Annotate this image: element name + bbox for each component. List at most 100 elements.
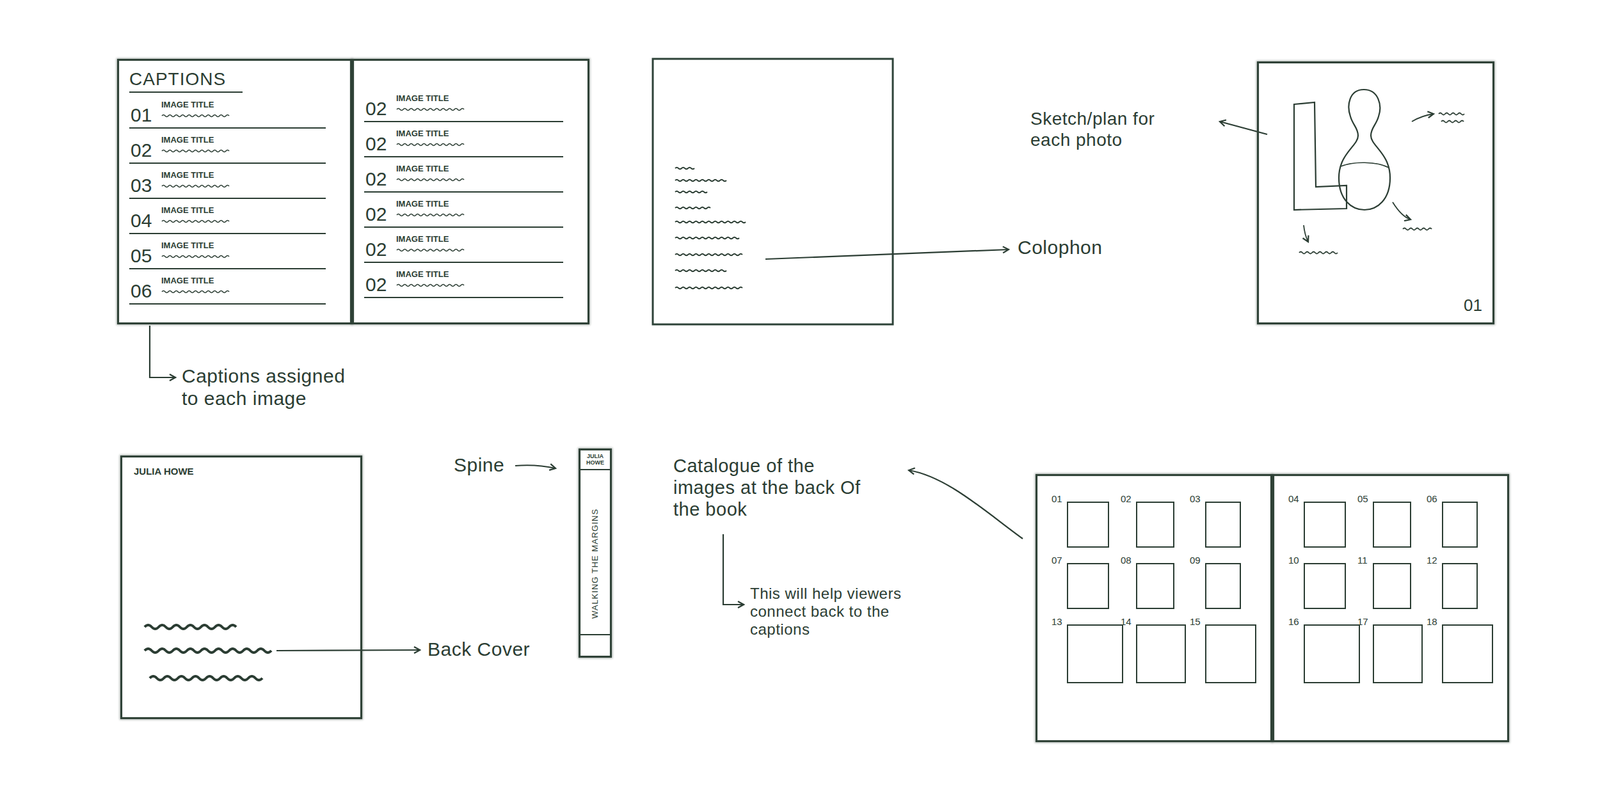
leader-arrow [1219, 121, 1268, 135]
caption-row: 02IMAGE TITLE [129, 133, 326, 164]
thumbnail-frame [1303, 624, 1360, 684]
caption-page: 02IMAGE TITLE02IMAGE TITLE02IMAGE TITLE0… [352, 58, 590, 325]
squiggle-line [1441, 120, 1464, 123]
catalogue-number: 06 [1426, 494, 1438, 505]
thumbnail-frame [1372, 563, 1412, 610]
image-title: IMAGE TITLE [396, 270, 449, 280]
page-heading: CAPTIONS [129, 69, 243, 93]
catalogue-number: 11 [1357, 555, 1368, 567]
sketch-detail [1340, 162, 1389, 168]
caption-number: 01 [130, 105, 152, 125]
squiggle-line [675, 179, 727, 182]
thumbnail-frame [1205, 563, 1241, 610]
leader-arrow [515, 465, 556, 469]
squiggle-line [396, 211, 467, 219]
image-title: IMAGE TITLE [161, 170, 214, 180]
squiggle-line [161, 217, 232, 226]
catalogue-number: 15 [1189, 616, 1201, 628]
squiggle-line [675, 254, 743, 256]
squiggle-line [396, 284, 464, 287]
squiggle-line [149, 676, 263, 681]
leader-arrow [276, 650, 420, 651]
squiggle-line [675, 221, 746, 224]
squiggle-line [675, 270, 727, 272]
catalogue-page: 040506101112161718 [1272, 474, 1510, 743]
back-cover: JULIA HOWE [120, 455, 363, 720]
squiggle-line [1402, 228, 1432, 231]
thumbnail-frame [1205, 624, 1257, 684]
caption-row: 02IMAGE TITLE [364, 197, 564, 228]
catalogue-number: 14 [1120, 616, 1132, 628]
page-number: 01 [1463, 296, 1483, 315]
colophon-page [652, 58, 893, 325]
leader-arrow [149, 325, 176, 378]
annotation-label: Catalogue of the images at the back Of t… [673, 455, 866, 521]
squiggle-line [396, 246, 467, 255]
squiggle-line [161, 252, 232, 261]
catalogue-number: 12 [1426, 555, 1438, 567]
thumbnail-frame [1441, 501, 1478, 548]
squiggle-line [675, 207, 711, 210]
image-title: IMAGE TITLE [161, 206, 214, 216]
text-placeholder-lines [144, 113, 1465, 681]
annotation-label: Sketch/plan for each photo [1030, 108, 1168, 152]
caption-number: 02 [365, 275, 387, 295]
annotation-label: This will help viewers connect back to t… [750, 584, 943, 639]
squiggle-line [1438, 113, 1465, 116]
squiggle-line [396, 105, 467, 114]
image-title: IMAGE TITLE [396, 129, 449, 139]
caption-row: 02 IMAGE TITLE [364, 126, 564, 158]
spine-title: WALKING THE MARGINS [590, 508, 600, 619]
caption-row: 05 IMAGE TITLE [129, 238, 326, 270]
annotation-label: Captions assigned to each image [181, 364, 352, 410]
squiggle-line [1299, 252, 1338, 255]
thumbnail-frame [1066, 624, 1124, 684]
caption-number: 02 [365, 134, 387, 154]
spine: JULIA HOWE WALKING THE MARGINS [578, 448, 612, 658]
author-name: JULIA HOWE [133, 466, 194, 478]
image-title: IMAGE TITLE [396, 234, 449, 244]
caption-row: 02IMAGE TITLE [364, 91, 564, 123]
sketch-arrow [1392, 202, 1411, 220]
spine-author: JULIA HOWE [580, 453, 610, 471]
catalogue-number: 13 [1051, 616, 1063, 628]
thumbnail-frame [1303, 563, 1346, 610]
thumbnail-frame [1205, 501, 1241, 548]
squiggle-line [144, 648, 272, 653]
squiggle-line [161, 182, 232, 191]
caption-number: 05 [130, 246, 152, 266]
caption-number: 04 [130, 211, 152, 231]
squiggle-line [161, 112, 232, 120]
squiggle-line [396, 249, 464, 252]
leader-arrow [723, 534, 744, 605]
image-title: IMAGE TITLE [396, 164, 449, 174]
catalogue-number: 18 [1426, 616, 1438, 628]
squiggle-line [396, 144, 464, 146]
leader-arrow [908, 470, 1023, 539]
image-title: IMAGE TITLE [161, 276, 214, 286]
thumbnail-frame [1136, 563, 1175, 610]
image-title: IMAGE TITLE [161, 135, 214, 145]
image-title: IMAGE TITLE [161, 241, 214, 251]
thumbnail-frame [1066, 501, 1110, 548]
squiggle-line [396, 140, 467, 149]
annotation-label: Spine [453, 453, 525, 477]
squiggle-line [675, 287, 743, 290]
caption-row: 06IMAGE TITLE [129, 273, 326, 305]
caption-row: 02 IMAGE TITLE [364, 161, 564, 193]
caption-number: 02 [365, 204, 387, 224]
sketch-arrow [1303, 225, 1309, 242]
caption-row: 02 IMAGE TITLE [364, 267, 564, 299]
caption-number: 02 [365, 240, 387, 260]
squiggle-line [396, 179, 464, 182]
squiggle-line [144, 625, 237, 630]
catalogue-number: 02 [1120, 494, 1132, 505]
catalogue-number: 05 [1357, 494, 1369, 505]
squiggle-line [161, 288, 232, 296]
catalogue-number: 01 [1051, 494, 1063, 505]
sketch-arrow [1411, 113, 1434, 122]
thumbnail-frame [1441, 563, 1478, 610]
caption-number: 02 [365, 169, 387, 189]
annotation-label: Back Cover [427, 638, 556, 661]
